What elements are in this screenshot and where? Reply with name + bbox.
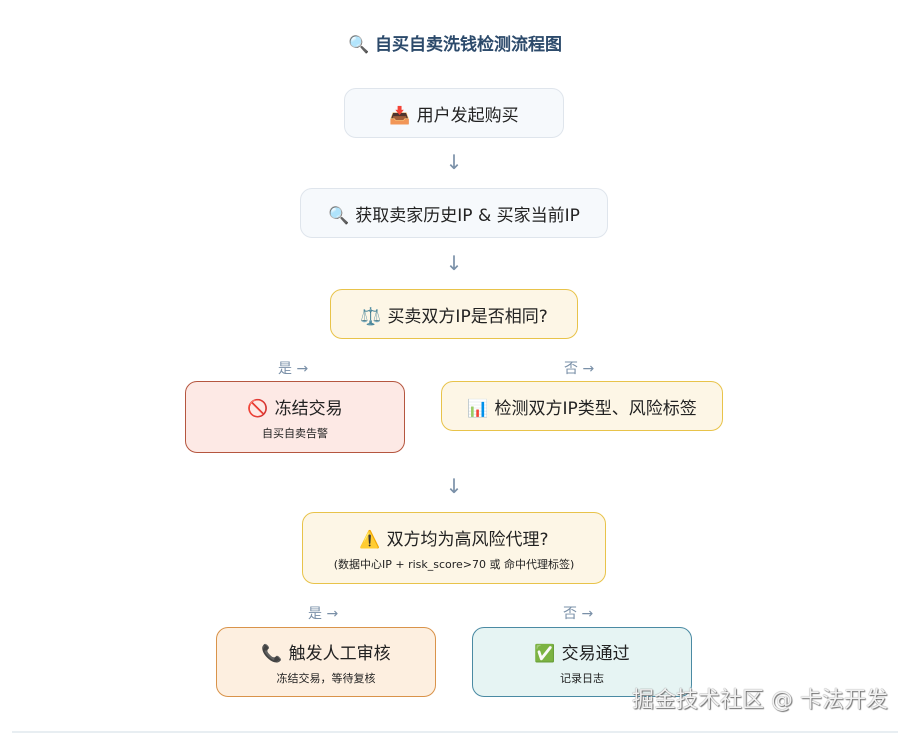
warning-icon: ⚠️ — [359, 529, 381, 550]
diagram-title-text: 自买自卖洗钱检测流程图 — [375, 35, 563, 55]
node-freeze-transaction: 🚫冻结交易 自买自卖告警 — [185, 381, 405, 453]
magnifier-icon: 🔍 — [328, 205, 350, 226]
node-manual-review: 📞触发人工审核 冻结交易，等待复核 — [216, 627, 436, 697]
prohibited-icon: 🚫 — [247, 398, 269, 419]
node-label: 触发人工审核 — [288, 643, 391, 664]
bar-chart-icon: 📊 — [467, 398, 489, 419]
decision-high-risk-proxy: ⚠️双方均为高风险代理? (数据中心IP + risk_score>70 或 命… — [302, 512, 606, 584]
telephone-icon: 📞 — [261, 643, 283, 664]
node-detect-ip-type: 📊检测双方IP类型、风险标签 — [441, 381, 723, 431]
node-transaction-pass: ✅交易通过 记录日志 — [472, 627, 692, 697]
node-sublabel: 冻结交易，等待复核 — [276, 671, 376, 685]
node-fetch-ip: 🔍获取卖家历史IP & 买家当前IP — [300, 188, 608, 238]
node-label: 交易通过 — [561, 643, 630, 664]
node-sublabel: 记录日志 — [560, 671, 604, 685]
watermark: 掘金技术社区 @ 卡法开发 — [632, 688, 888, 713]
node-label: 获取卖家历史IP & 买家当前IP — [355, 205, 580, 226]
balance-scale-icon: ⚖️ — [360, 306, 382, 327]
node-user-purchase: 📥用户发起购买 — [344, 88, 564, 138]
decision-same-ip: ⚖️买卖双方IP是否相同? — [330, 289, 578, 339]
node-label: 买卖双方IP是否相同? — [387, 306, 548, 327]
branch-no-label: 否 → — [563, 606, 594, 622]
node-label: 双方均为高风险代理? — [386, 529, 549, 550]
branch-yes-label: 是 → — [308, 606, 339, 622]
branch-yes-label: 是 → — [278, 361, 309, 377]
node-sublabel: 自买自卖告警 — [262, 426, 328, 440]
diagram-title: 🔍 自买自卖洗钱检测流程图 — [0, 30, 910, 55]
node-label: 用户发起购买 — [416, 105, 519, 126]
branch-no-label: 否 → — [564, 361, 595, 377]
magnifier-icon: 🔍 — [347, 35, 370, 55]
arrow-down-icon: ↓ — [445, 474, 463, 498]
node-label: 冻结交易 — [274, 398, 343, 419]
bottom-divider — [12, 731, 898, 733]
node-label: 检测双方IP类型、风险标签 — [494, 398, 697, 419]
node-sublabel: (数据中心IP + risk_score>70 或 命中代理标签) — [333, 557, 575, 571]
check-mark-icon: ✅ — [534, 643, 556, 664]
arrow-down-icon: ↓ — [445, 251, 463, 275]
inbox-tray-icon: 📥 — [389, 105, 411, 126]
arrow-down-icon: ↓ — [445, 150, 463, 174]
